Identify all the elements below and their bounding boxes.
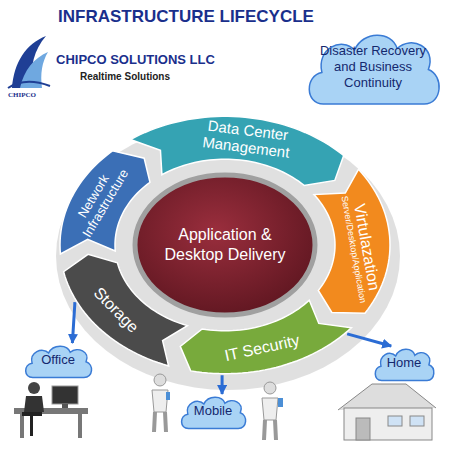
segment-fill (180, 300, 351, 374)
circle-shape (132, 172, 318, 318)
cloud-fill (375, 349, 434, 380)
office-illustration (14, 382, 88, 438)
logo-mark-text: CHIPCO (8, 91, 36, 99)
person-figure (262, 382, 283, 440)
cloud-fill (26, 346, 92, 377)
arrow-connector (347, 334, 391, 346)
arrow-connector (72, 302, 75, 343)
cloud-callout: Office (22, 342, 94, 380)
logo-text: CHIPCO SOLUTIONS LLC (56, 52, 215, 67)
cloud-label: Disaster Recovery and Business Continuit… (316, 43, 430, 92)
center-label: Application & Desktop Delivery (160, 225, 290, 265)
logo-text: Realtime Solutions (80, 71, 170, 82)
ring-shadow (56, 122, 400, 390)
diagram-title: INFRASTRUCTURE LIFECYCLE (58, 7, 314, 27)
arrow-connector (221, 375, 224, 394)
cloud-fill (182, 397, 246, 428)
segment-fill (64, 254, 188, 366)
ring-segment: Storage (64, 254, 188, 366)
cloud-label: Office (41, 352, 75, 368)
center-circle: Application & Desktop Delivery (132, 172, 318, 318)
cloud-label: Mobile (194, 403, 232, 419)
cloud-callout: Disaster Recovery and Business Continuit… (302, 26, 444, 110)
ring-segment: VirtulazationServer/Desktop/Application (314, 169, 390, 313)
logo-swoosh (8, 36, 50, 88)
house-illustration (338, 384, 436, 440)
cloud-label: Home (387, 355, 422, 371)
ring-segment: IT Security (180, 300, 351, 374)
cloud-callout: Home (372, 345, 436, 383)
segment-fill (314, 169, 390, 313)
person-figure (152, 374, 170, 432)
cloud-fill (309, 35, 439, 104)
cloud-callout: Mobile (178, 393, 248, 431)
circle-fill (135, 175, 315, 315)
